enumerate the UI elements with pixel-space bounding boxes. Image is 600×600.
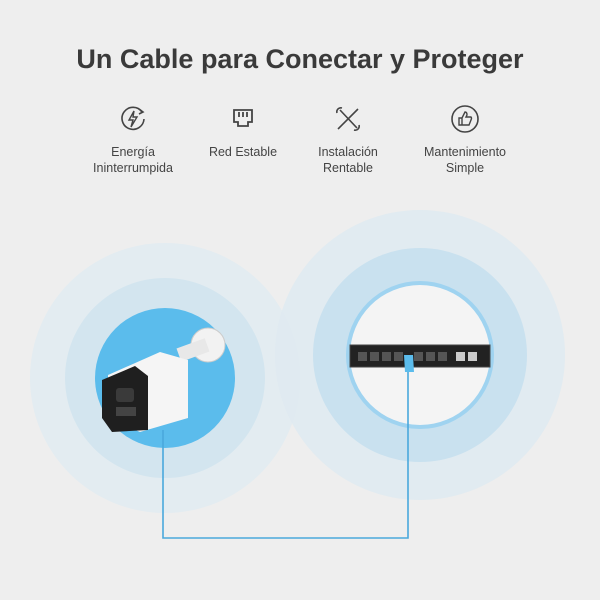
feature-label-line2: Ininterrumpida <box>93 161 173 175</box>
switch-image <box>349 344 491 372</box>
page-title: Un Cable para Conectar y Proteger <box>76 44 524 74</box>
feature-label-line1: Red Estable <box>208 145 278 159</box>
ethernet-port-icon <box>233 109 253 127</box>
thumbs-up-icon <box>451 105 479 133</box>
ethernet-cable <box>162 372 409 539</box>
feature-label-line2: Simple <box>445 161 485 175</box>
feature-label-line2: Rentable <box>322 161 374 175</box>
feature-label-line1: Instalación <box>318 145 378 159</box>
feature-mantenimiento: Mantenimiento Simple <box>405 104 525 176</box>
feature-label-line1: Mantenimiento <box>424 145 506 159</box>
feature-label-line1: Energía <box>111 145 155 159</box>
tools-icon <box>336 107 360 131</box>
feature-red: Red Estable <box>183 104 303 160</box>
feature-energia: Energía Ininterrumpida <box>73 104 193 176</box>
lightning-cycle-icon <box>121 106 145 131</box>
feature-instalacion: Instalación Rentable <box>288 104 408 176</box>
camera-image <box>102 327 226 432</box>
